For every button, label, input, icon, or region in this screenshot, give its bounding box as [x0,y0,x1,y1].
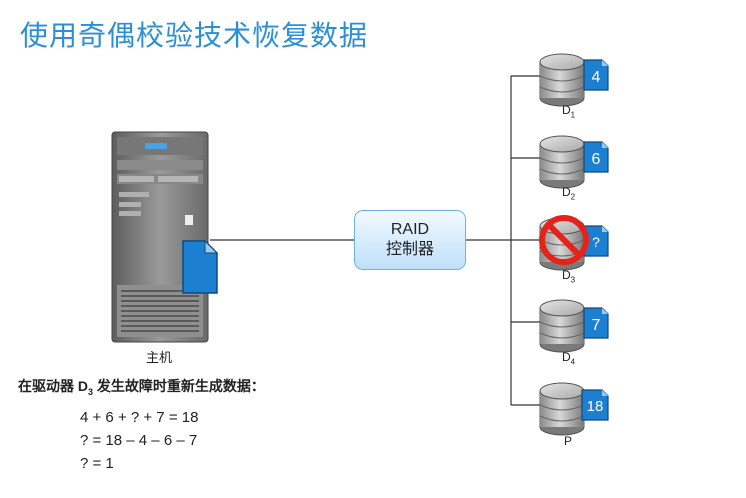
description-text: 在驱动器 D3 发生故障时重新生成数据： [18,376,265,397]
badge-d2-value: 6 [592,151,601,168]
disk-label-d4: D4 [562,350,575,366]
badge-d1: 4 [583,59,609,91]
host-server-icon [111,131,209,343]
equation-line-2: ? = 18 – 4 – 6 – 7 [80,432,198,449]
disk-label-parity-main: P [564,434,573,448]
disk-label-d1-sub: 1 [570,110,576,120]
disk-label-d3: D3 [562,268,575,284]
disk-label-d1: D1 [562,103,575,119]
disk-label-d2-sub: 2 [570,192,576,202]
disk-label-d2-main: D [562,185,571,199]
disk-d4 [539,299,585,353]
file-icon [182,239,219,294]
badge-d3-value: ? [592,234,600,250]
raid-controller-line2: 控制器 [385,241,434,258]
badge-d4-value: 7 [592,317,601,334]
disk-label-d4-sub: 4 [570,357,576,367]
disk-label-d3-sub: 3 [570,275,576,285]
host-label: 主机 [146,350,173,365]
equation-line-1: 4 + 6 + ? + 7 = 18 [80,409,199,426]
badge-parity: 18 [581,389,609,421]
raid-controller: RAID 控制器 [354,210,466,270]
disk-label-d1-main: D [562,103,571,117]
disk-d1 [539,53,585,107]
badge-d3: ? [583,225,609,257]
failure-no-sign-icon [539,215,589,265]
description-prefix: 在驱动器 D [18,378,88,394]
badge-d1-value: 4 [592,69,601,86]
page-title: 使用奇偶校验技术恢复数据 [20,20,369,51]
badge-d2: 6 [583,141,609,173]
disk-d2 [539,135,585,189]
raid-controller-line1: RAID [390,221,430,238]
badge-parity-value: 18 [587,398,604,415]
description-sub: 3 [88,386,94,397]
disk-label-d4-main: D [562,350,571,364]
badge-d4: 7 [583,307,609,339]
equation-line-3: ? = 1 [80,455,114,472]
disk-label-d3-main: D [562,268,571,282]
description-suffix: 发生故障时重新生成数据： [93,378,265,394]
connection-lines [210,75,540,406]
disk-label-parity: P [564,434,572,448]
disk-label-d2: D2 [562,185,575,201]
disk-parity [539,382,585,436]
